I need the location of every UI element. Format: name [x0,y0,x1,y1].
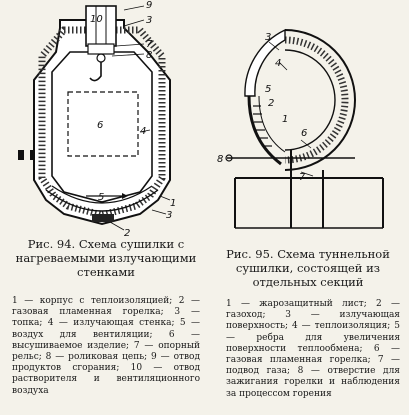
label-7: 7 [146,39,153,50]
label-4: 4 [275,58,281,69]
exhaust-duct [85,5,117,47]
support-rail [87,43,115,55]
dried-product [67,91,139,157]
radiating-surface [284,49,336,151]
outer-shell [284,29,356,171]
ignition-hole [225,154,233,162]
radiating-wall [51,51,153,203]
label-8: 8 [217,154,223,165]
label-6: 6 [301,128,307,139]
label-3: 3 [265,32,271,43]
label-2: 2 [124,228,130,239]
label-7: 7 [299,172,306,183]
label-1: 1 [282,114,288,125]
insulation-layer [38,26,166,219]
gas-burner [92,214,114,222]
fins [253,105,272,147]
label-1: 1 [170,198,176,209]
figure-94-caption: Рис. 94. Схема сушилки с нагреваемыми из… [15,237,197,279]
figure-95-legend: 1 — жарозащитный лист; 2 — газоход; 3 — … [226,299,400,399]
label-4: 4 [140,126,146,137]
insulation [284,36,349,164]
tunnel-dryer-drawing: 3 4 5 2 1 6 8 7 [217,28,384,229]
label-6: 6 [97,120,103,131]
label-2: 2 [268,98,274,109]
label-3-bottom: 3 [166,210,172,221]
label-8: 8 [146,50,152,61]
label-10: 10 [90,14,103,25]
label-5: 5 [98,192,104,203]
figure-94-diagram: 10 9 3 7 8 6 4 1 5 2 3 [0,0,205,244]
figure-95-caption: Рис. 95. Схема туннельной сушилки, состо… [226,247,390,289]
label-9: 9 [146,0,152,11]
gas-duct [247,95,282,166]
figure-95-diagram: 3 4 5 2 1 6 8 7 [205,0,409,244]
label-3-top: 3 [146,15,152,26]
label-5: 5 [265,84,271,95]
figure-94-legend: 1 — корпус с теплоизоляцией; 2 — газовая… [12,296,200,396]
hook [89,62,102,82]
firebox-channel [45,189,159,212]
dryer-cross-section-drawing: 10 9 3 7 8 6 4 1 5 2 3 [18,0,176,239]
